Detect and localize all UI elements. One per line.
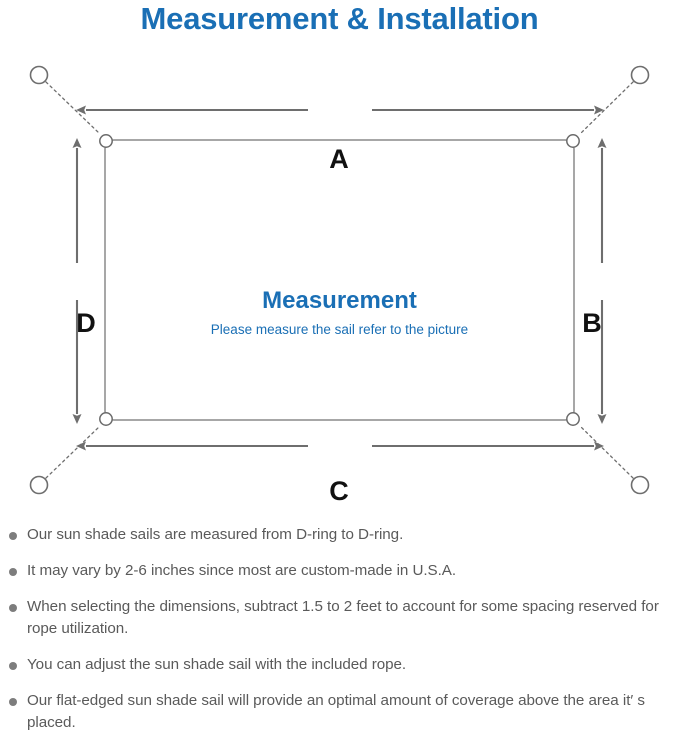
note-text: Our sun shade sails are measured from D-… (27, 526, 404, 543)
bullet-icon (9, 604, 17, 612)
notes-list: Our sun shade sails are measured from D-… (0, 524, 679, 734)
d-ring-top-right (566, 134, 580, 148)
page-title: Measurement & Installation (140, 1, 539, 36)
anchor-circle-bottom-left (29, 475, 49, 495)
rope-top-left (45, 81, 101, 135)
rope-bottom-left (45, 425, 101, 479)
bullet-icon (9, 568, 17, 576)
dimension-label-c: C (329, 476, 349, 506)
anchor-circle-bottom-right (630, 475, 650, 495)
note-text: When selecting the dimensions, subtract … (27, 598, 659, 637)
list-item: Our flat-edged sun shade sail will provi… (0, 690, 679, 734)
dimension-label-b: B (582, 308, 602, 338)
bullet-icon (9, 532, 17, 540)
d-rings (99, 134, 580, 426)
d-ring-bottom-right (566, 412, 580, 426)
note-text: It may vary by 2-6 inches since most are… (27, 562, 457, 579)
anchor-circle-top-right (630, 65, 650, 85)
bullet-icon (9, 662, 17, 670)
rope-bottom-right (579, 425, 634, 479)
anchor-points (29, 65, 650, 495)
sail-measurement-diagram: Measurement Please measure the sail refe… (0, 48, 679, 513)
list-item: When selecting the dimensions, subtract … (0, 596, 679, 640)
rope-lines (45, 81, 634, 479)
note-text: You can adjust the sun shade sail with t… (27, 656, 407, 673)
bullet-icon (9, 698, 17, 706)
shade-sail-body (104, 139, 575, 421)
anchor-circle-top-left (29, 65, 49, 85)
list-item: It may vary by 2-6 inches since most are… (0, 560, 679, 582)
rope-top-right (579, 81, 634, 135)
list-item: You can adjust the sun shade sail with t… (0, 654, 679, 676)
dimension-label-a: A (329, 144, 349, 174)
note-text: Our flat-edged sun shade sail will provi… (27, 692, 645, 731)
dimension-label-d: D (76, 308, 96, 338)
d-ring-top-left (99, 134, 113, 148)
list-item: Our sun shade sails are measured from D-… (0, 524, 679, 546)
d-ring-bottom-left (99, 412, 113, 426)
